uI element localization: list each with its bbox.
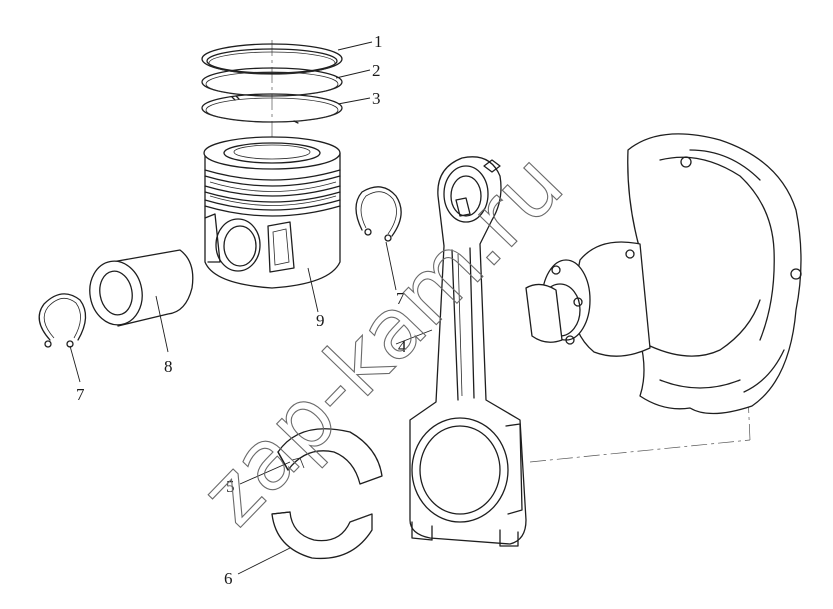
callout-2: 2: [372, 61, 381, 80]
callout-7-right: 7: [396, 289, 405, 308]
callout-1: 1: [374, 32, 383, 51]
leader-7b: [385, 241, 397, 291]
bearing-shell-lower: [271, 511, 373, 560]
piston-pin: [89, 249, 194, 327]
piston-ring-3: [201, 93, 343, 124]
leader-6: [237, 547, 291, 575]
piston: [203, 136, 341, 289]
crank-axis: [529, 439, 751, 463]
piston-ring-2: [201, 67, 343, 101]
leader-2: [335, 69, 371, 79]
leader-3: [337, 97, 371, 105]
callout-7-left: 7: [76, 385, 85, 404]
leader-4: [395, 329, 433, 345]
crankshaft: [525, 133, 802, 415]
bearing-shell-upper: [277, 428, 383, 485]
leader-1: [337, 41, 373, 51]
callout-3: 3: [372, 89, 381, 108]
callout-9: 9: [316, 311, 325, 330]
circlip-left: [38, 293, 87, 348]
callout-5: 5: [226, 477, 235, 496]
leader-9: [307, 267, 319, 313]
callout-4: 4: [398, 337, 407, 356]
piston-ring-1: [201, 43, 343, 75]
connecting-rod: [409, 156, 527, 547]
callout-6: 6: [224, 569, 233, 588]
leader-7a: [69, 345, 81, 383]
circlip-right: [355, 186, 402, 242]
leader-8: [155, 295, 169, 353]
callout-8: 8: [164, 357, 173, 376]
leader-5: [239, 461, 291, 485]
